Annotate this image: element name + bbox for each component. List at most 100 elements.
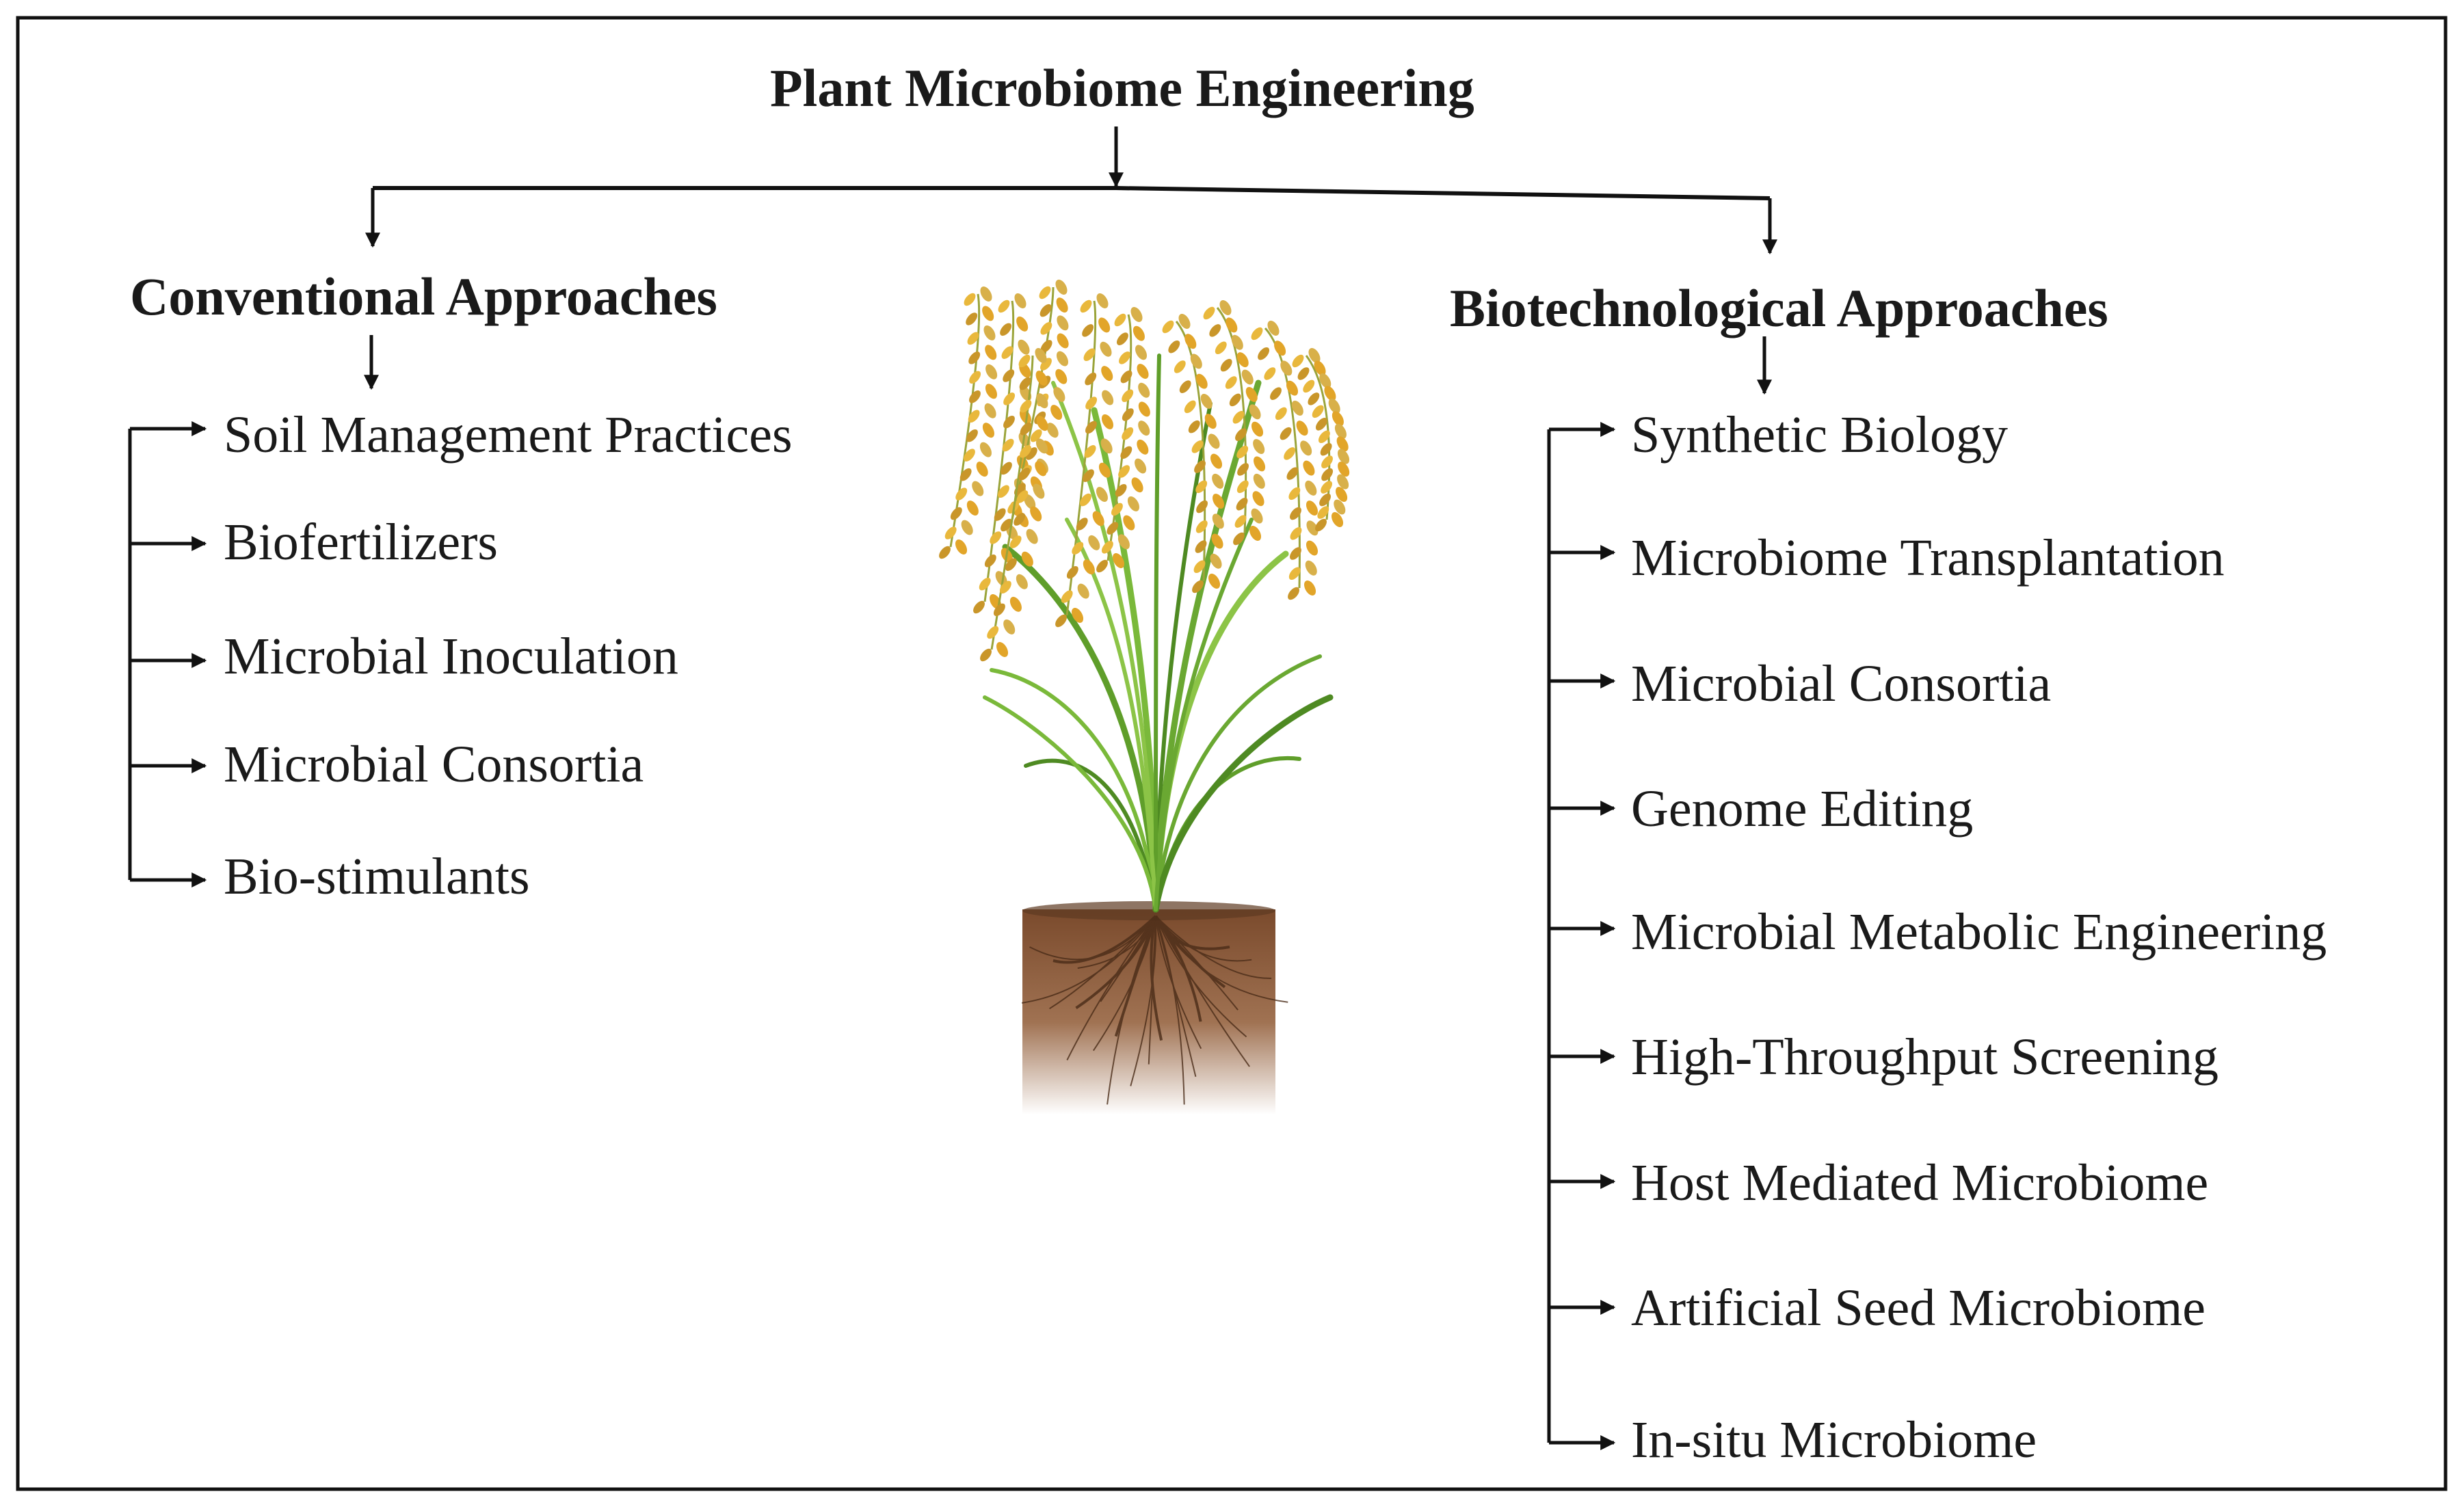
grain [1018,468,1031,481]
grain [1280,427,1292,440]
grain [1085,420,1097,434]
grain [955,539,968,555]
root [1155,916,1250,1067]
grain [1332,411,1344,427]
grain [969,371,981,384]
biotechnological-item: Synthetic Biology [1631,406,2008,464]
grain [1085,372,1097,386]
grain [1315,518,1327,532]
grain [1071,608,1084,623]
grain [1056,351,1069,366]
grain [1019,409,1032,425]
grain [1092,511,1104,526]
grain [964,293,976,306]
grain [1210,453,1223,469]
conventional-item: Biofertilizers [224,513,498,571]
grain [1208,433,1220,449]
grain [968,410,980,423]
grain [1168,340,1180,353]
grain [1019,377,1031,390]
grain [1003,369,1015,382]
grain [1236,352,1249,368]
grain [1030,429,1042,442]
biotechnological-bracket [1547,422,1616,1450]
grain [1009,596,1022,612]
grain [1317,506,1329,519]
grain [1264,367,1276,380]
grain [1321,468,1334,481]
grain [966,500,979,516]
grain [1050,405,1063,420]
grain [1337,474,1349,490]
grain [1137,364,1149,379]
grain [1127,496,1139,511]
grain [996,642,1009,657]
grain [1057,315,1069,331]
grain [1135,458,1147,474]
root [1155,916,1238,1011]
grain [1184,400,1196,414]
root [1052,915,1157,964]
grain [1270,387,1282,400]
grain [1122,408,1134,421]
grain [1014,513,1026,526]
leaf-blade [1154,654,1322,911]
grain [1100,438,1113,454]
grain [1312,405,1324,418]
grain [1076,518,1088,531]
grain [1016,316,1029,332]
grain [998,485,1009,498]
grain [1297,367,1310,380]
grain [990,531,1002,544]
grain [1211,533,1223,549]
grain [1132,325,1145,341]
grain [1016,490,1029,503]
grain [1236,480,1249,494]
grain [1102,390,1114,405]
root [1155,916,1272,979]
grain-panicles [939,280,1350,662]
grain [1253,473,1265,489]
grain [967,332,979,345]
grain [1338,462,1350,477]
grain [1274,340,1286,356]
grain [1203,306,1215,320]
grain [1229,393,1241,407]
grain [1020,445,1031,458]
leaf-blade [1152,694,1334,913]
grain [1014,293,1026,308]
biotechnological-item: High-Throughput Screening [1631,1028,2219,1086]
grain [1056,297,1068,313]
grain [1040,340,1052,353]
grain [1088,535,1100,550]
conventional-approaches-heading: Conventional Approaches [130,267,717,326]
grain [1290,507,1301,520]
grain [1030,506,1042,522]
grain [1191,440,1204,453]
grain [959,468,972,481]
biotechnological-item: Genome Editing [1631,780,1974,838]
grain [1236,497,1248,511]
grain [1178,314,1191,329]
grain [1055,614,1067,628]
grain [1033,483,1045,499]
grain [1196,500,1208,513]
leaf-blade [983,695,1158,911]
grain [1020,399,1032,413]
grain [1308,348,1321,363]
grain [1083,469,1094,482]
grain [1116,332,1128,345]
grain [1254,456,1266,472]
conventional-bracket [128,421,207,887]
grain [1040,322,1052,335]
grain [1179,380,1191,393]
grain [1190,353,1202,369]
grain [1083,559,1095,575]
grain [1135,345,1148,360]
grain [1195,540,1207,553]
grain [1118,465,1130,478]
grain [993,603,1005,617]
grain [1080,493,1091,507]
grain [1321,481,1333,494]
grain [1026,529,1038,544]
